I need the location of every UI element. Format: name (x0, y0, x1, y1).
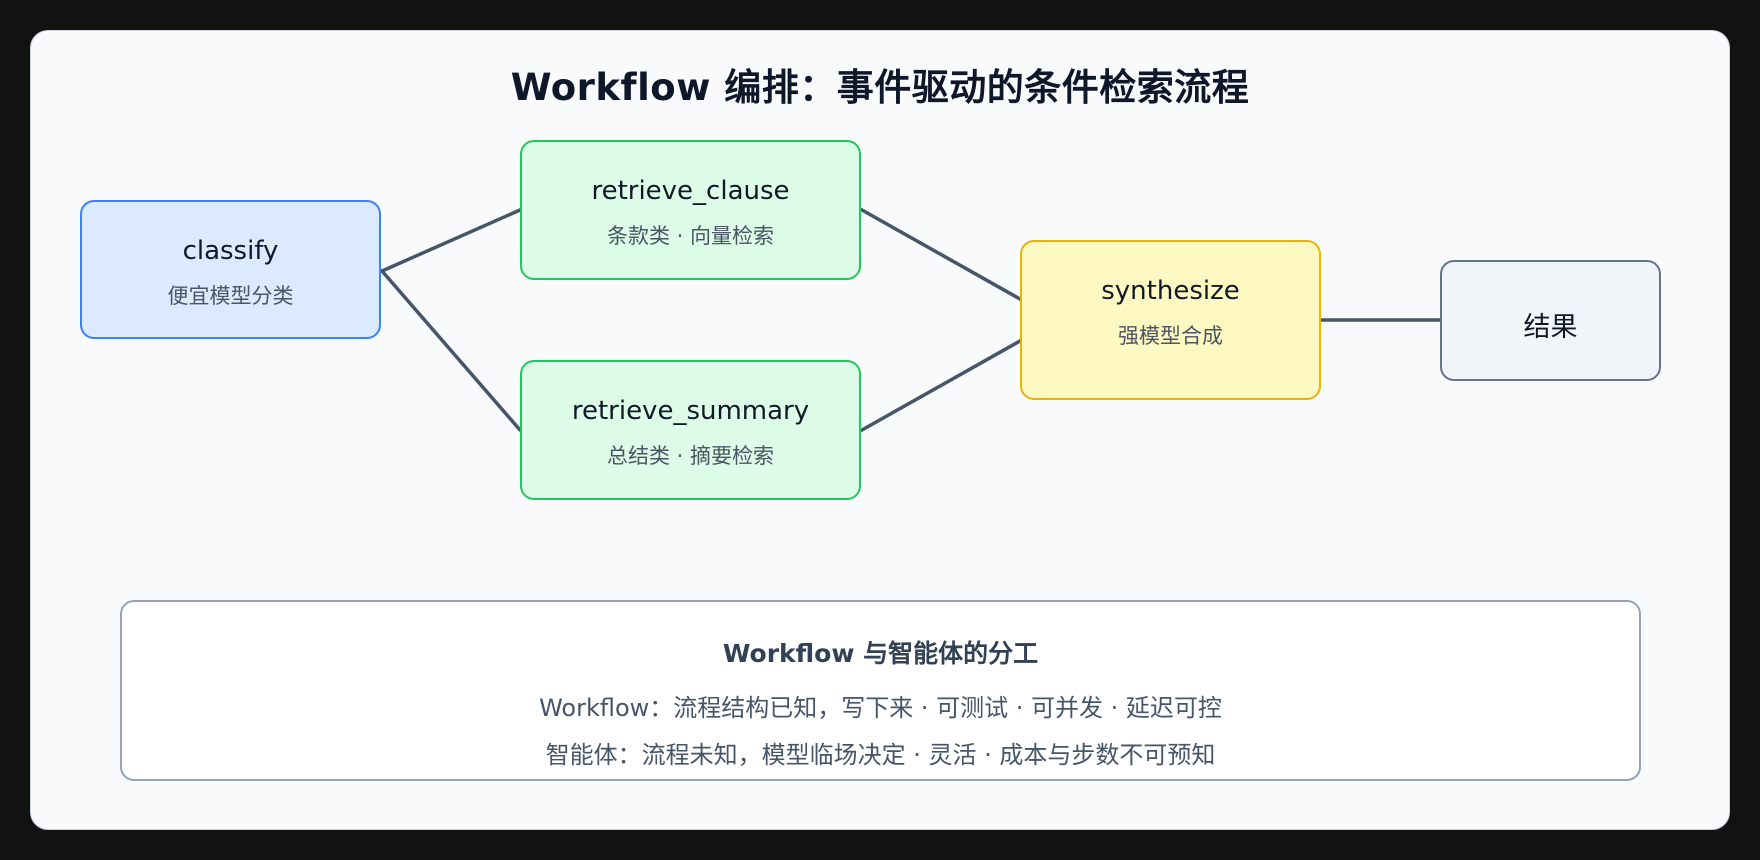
node-synthesize: synthesize 强模型合成 (1020, 240, 1321, 400)
node-retrieve-summary: retrieve_summary 总结类 · 摘要检索 (520, 360, 861, 500)
legend-title: Workflow 与智能体的分工 (722, 639, 1039, 668)
node-retrieve-summary-desc: 总结类 · 摘要检索 (606, 444, 775, 468)
legend-line-workflow: Workflow：流程结构已知，写下来 · 可测试 · 可并发 · 延迟可控 (539, 694, 1222, 722)
node-retrieve-clause: retrieve_clause 条款类 · 向量检索 (520, 140, 861, 280)
legend-line-agent: 智能体：流程未知，模型临场决定 · 灵活 · 成本与步数不可预知 (545, 741, 1216, 769)
diagram-card: Workflow 编排：事件驱动的条件检索流程 classify 便宜模型分类 … (30, 30, 1730, 830)
node-classify-desc: 便宜模型分类 (167, 284, 294, 308)
legend-box: Workflow 与智能体的分工 Workflow：流程结构已知，写下来 · 可… (120, 600, 1641, 781)
node-synthesize-name: synthesize (1101, 276, 1240, 306)
edge-retrieve-clause-to-synthesize (860, 208, 1022, 301)
node-result-name: 结果 (1523, 312, 1578, 343)
edge-classify-to-retrieve-summary (380, 269, 522, 432)
node-result: 结果 (1440, 260, 1661, 381)
diagram-title: Workflow 编排：事件驱动的条件检索流程 (510, 66, 1250, 109)
node-retrieve-clause-desc: 条款类 · 向量检索 (606, 224, 775, 248)
node-classify-name: classify (182, 236, 279, 266)
node-retrieve-clause-name: retrieve_clause (591, 176, 790, 206)
edge-classify-to-retrieve-clause (380, 208, 522, 273)
edge-layer (380, 208, 1442, 432)
node-synthesize-desc: 强模型合成 (1118, 324, 1223, 348)
edge-retrieve-summary-to-synthesize (860, 339, 1022, 432)
node-classify: classify 便宜模型分类 (80, 200, 381, 339)
node-retrieve-summary-name: retrieve_summary (571, 396, 810, 426)
